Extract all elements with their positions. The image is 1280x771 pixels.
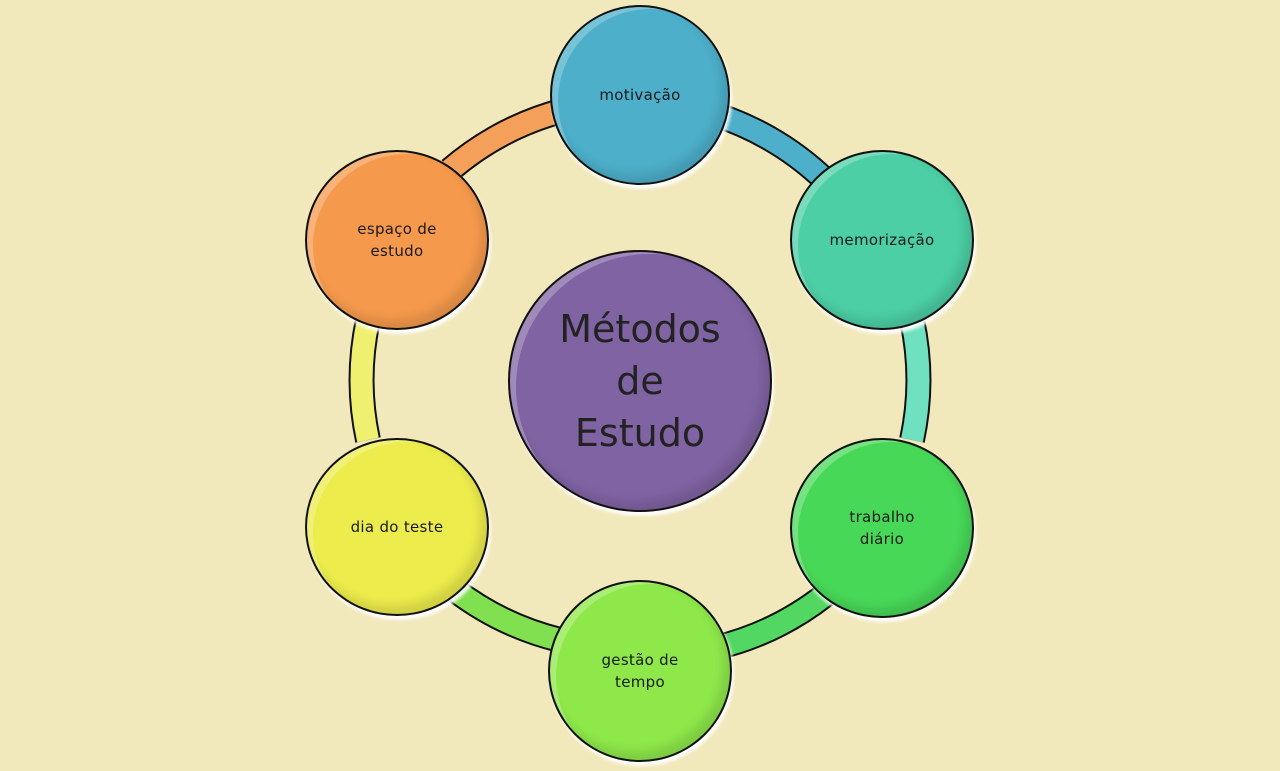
connector-gestao-dia <box>447 579 564 653</box>
node-label: motivação <box>599 86 681 104</box>
node-trabalho-diario: trabalho diário <box>790 438 974 618</box>
node-espaco-de-estudo: espaço de estudo <box>305 150 489 330</box>
connector-dia-espaco <box>348 317 381 443</box>
node-dia-do-teste: dia do teste <box>305 438 489 616</box>
node-memorizacao: memorização <box>790 150 974 330</box>
node-motivacao: motivação <box>550 5 730 185</box>
node-gestao-de-tempo: gestão de tempo <box>548 580 732 762</box>
node-label: memorização <box>829 231 935 249</box>
node-label: dia do teste <box>350 518 444 536</box>
connector-espaco-motivacao <box>441 97 569 180</box>
node-label: gestão de tempo <box>601 651 679 691</box>
connector-trabalho-gestao <box>711 584 834 661</box>
node-label: espaço de estudo <box>357 220 437 260</box>
connector-memorizacao-trabalho <box>899 317 932 443</box>
center-node-metodos-de-estudo: Métodos de Estudo <box>508 250 772 512</box>
center-title: Métodos de Estudo <box>559 307 721 455</box>
node-label: trabalho diário <box>849 508 915 548</box>
